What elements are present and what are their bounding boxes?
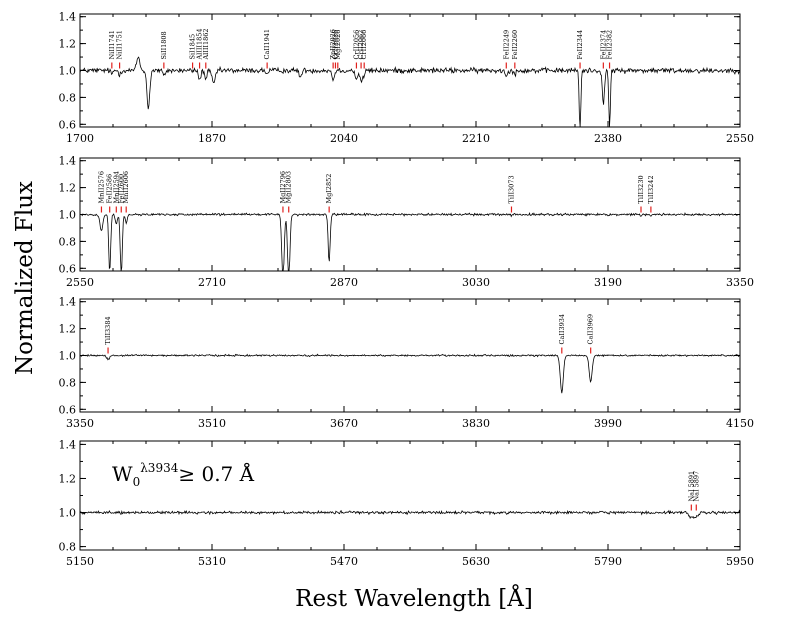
equivalent-width-annotation: W0λ3934≥ 0.7 Å (112, 461, 255, 489)
line-label: TiII3242 (647, 175, 655, 203)
line-label: FeII2586 (106, 174, 114, 204)
line-label: FeII2374 (599, 30, 607, 60)
y-tick-label: 0.6 (59, 118, 77, 131)
x-tick-label: 3990 (594, 417, 622, 430)
x-tick-label: 3190 (594, 276, 622, 289)
x-tick-label: 2550 (726, 132, 754, 145)
x-tick-label: 5790 (594, 555, 622, 568)
spectrum-panel: 2550 2710 2870 3030 3190 3350 0.6 0.8 1.0 1.2 1.4M… (59, 155, 755, 289)
line-label: CrII2066 (360, 30, 368, 60)
x-tick-label: 5150 (66, 555, 94, 568)
x-tick-label: 3030 (462, 276, 490, 289)
x-tick-label: 3350 (726, 276, 754, 289)
x-tick-label: 5310 (198, 555, 226, 568)
y-tick-label: 1.4 (59, 11, 77, 24)
line-label: MgI2026 (334, 30, 342, 60)
line-label: CaII3969 (587, 314, 595, 345)
line-label: TiII3073 (507, 175, 515, 203)
x-tick-label: 2380 (594, 132, 622, 145)
y-tick-label: 1.4 (59, 438, 77, 451)
y-tick-label: 0.8 (59, 235, 77, 248)
y-tick-label: 1.2 (59, 182, 77, 195)
line-label: MgII2796 (279, 171, 287, 204)
line-label: MgII2803 (285, 171, 293, 204)
x-tick-label: 4150 (726, 417, 754, 430)
x-tick-label: 2550 (66, 276, 94, 289)
spectrum-line (79, 509, 741, 520)
line-label: ZnII2026 (329, 29, 337, 59)
plot-frame (79, 440, 741, 551)
line-label: MnII2606 (122, 171, 130, 204)
line-label: FeII2382 (606, 30, 614, 60)
x-tick-label: 2210 (462, 132, 490, 145)
y-tick-label: 1.2 (59, 323, 77, 336)
line-label: FeII2249 (502, 30, 510, 60)
x-tick-label: 1870 (198, 132, 226, 145)
line-label: AlIII1862 (202, 28, 210, 60)
y-tick-label: 0.8 (59, 541, 77, 554)
x-tick-label: 5630 (462, 555, 490, 568)
line-label: SiI1845 (189, 34, 197, 60)
x-tick-label: 2040 (330, 132, 358, 145)
spectrum-panel: 3350 3510 3670 3830 3990 4150 0.6 0.8 1.0 1.2 1.4T… (59, 296, 755, 430)
y-tick-label: 1.2 (59, 472, 77, 485)
y-tick-label: 1.0 (59, 209, 77, 222)
y-tick-label: 1.0 (59, 65, 77, 78)
x-tick-label: 2870 (330, 276, 358, 289)
line-label: CaII3934 (558, 314, 566, 345)
x-tick-label: 3510 (198, 417, 226, 430)
spectrum-line (79, 212, 741, 272)
line-label: TiII3230 (637, 175, 645, 203)
line-label: CrII2056 (352, 30, 360, 60)
spectrum-line (79, 56, 741, 128)
line-label: FeII2600 (117, 174, 125, 204)
x-tick-label: 5950 (726, 555, 754, 568)
y-tick-label: 1.2 (59, 38, 77, 51)
y-tick-label: 1.4 (59, 155, 77, 168)
line-label: MnII2576 (97, 171, 105, 204)
y-tick-label: 1.4 (59, 296, 77, 309)
spectrum-panel: 5150 5310 5470 5630 5790 5950 0.8 1.0 1.2 1.4NaI … (59, 438, 755, 568)
x-tick-label: 3350 (66, 417, 94, 430)
line-label: NiII1741 (108, 30, 116, 59)
line-label: MnII2594 (112, 171, 120, 204)
line-label: MgI2852 (325, 174, 333, 204)
y-tick-label: 1.0 (59, 507, 77, 520)
line-label: TiII3384 (104, 316, 112, 344)
line-label: AlIII1854 (196, 28, 204, 60)
x-tick-label: 5470 (330, 555, 358, 568)
line-label: NaI 5891 (687, 471, 695, 502)
y-tick-label: 0.8 (59, 91, 77, 104)
spectrum-panel: 1700 1870 2040 2210 2380 2550 0.6 0.8 1.0 1.2 1.4N… (59, 11, 755, 145)
line-label: FeII2344 (576, 30, 584, 60)
line-label: CrII2062 (357, 30, 365, 60)
y-axis-title: Normalized Flux (12, 181, 38, 375)
y-tick-label: 0.6 (59, 403, 77, 416)
spectrum-line (79, 353, 741, 394)
line-label: NaI 5897 (692, 471, 700, 502)
line-label: NiII1751 (116, 30, 124, 59)
line-label: CrII2026 (331, 30, 339, 60)
line-label: CaII1941 (263, 29, 271, 60)
y-tick-label: 0.6 (59, 262, 77, 275)
line-label: SiII1808 (160, 31, 168, 59)
x-tick-label: 1700 (66, 132, 94, 145)
x-tick-label: 3670 (330, 417, 358, 430)
x-tick-label: 3830 (462, 417, 490, 430)
x-axis-title: Rest Wavelength [Å] (295, 584, 533, 612)
line-label: FeII2260 (511, 30, 519, 60)
x-tick-label: 2710 (198, 276, 226, 289)
y-tick-label: 0.8 (59, 376, 77, 389)
y-tick-label: 1.0 (59, 350, 77, 363)
